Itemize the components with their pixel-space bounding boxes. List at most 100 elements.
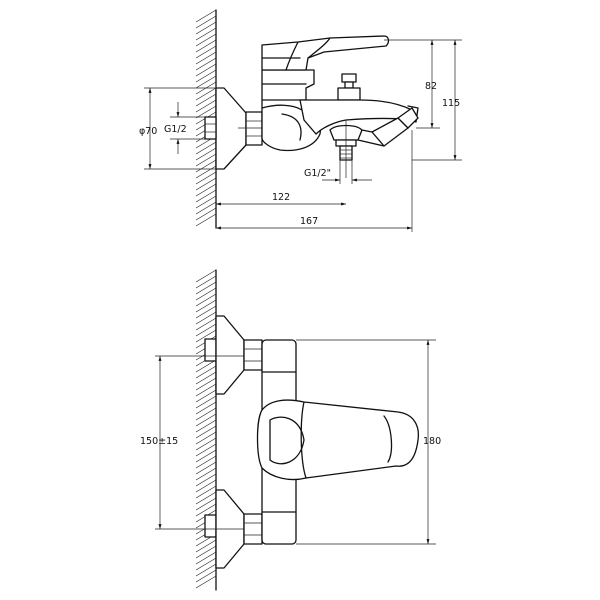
wall-hatch-line — [195, 323, 217, 337]
wall-hatch-line — [195, 359, 217, 373]
wall-hatch-line — [195, 159, 217, 173]
wall-hatch-line — [195, 443, 217, 457]
inlet-bottom — [155, 489, 263, 569]
dim-diameter-label: φ70 — [139, 126, 157, 137]
dim-inlet-thread: G1/2 — [164, 102, 205, 154]
wall-hatch-line — [195, 389, 217, 403]
wall-hatch-line — [195, 51, 217, 65]
handle-lever[interactable] — [261, 35, 390, 71]
wall-hatch-line — [195, 105, 217, 119]
side-view: 82 115 φ70 G1/2 G1/2 — [139, 9, 462, 232]
wall-front — [195, 269, 217, 591]
wall-hatch-line — [195, 269, 217, 283]
wall-hatch-line — [195, 383, 217, 397]
wall-hatch-line — [195, 33, 217, 47]
wall-hatch-line — [195, 189, 217, 203]
front-view: 150±15 180 — [140, 269, 441, 591]
wall-hatch-line — [195, 329, 217, 343]
dim-115-label: 115 — [442, 98, 460, 109]
wall-hatch-line — [195, 293, 217, 307]
wall-hatch-line — [195, 141, 217, 155]
wall-hatch-line — [195, 317, 217, 331]
wall-hatch-line — [195, 449, 217, 463]
dim-inlet-thread-label: G1/2 — [164, 124, 187, 135]
wall-hatch-line — [195, 171, 217, 185]
wall-hatch-line — [195, 371, 217, 385]
wall-hatch-line — [195, 479, 217, 493]
wall-hatch-line — [195, 99, 217, 113]
wall-hatch-line — [195, 93, 217, 107]
wall-hatch-line — [195, 9, 217, 23]
wall-hatch-line — [195, 425, 217, 439]
wall-hatch-line — [195, 207, 217, 221]
wall-hatch-line — [195, 281, 217, 295]
dim-outlet-thread: G1/2" — [304, 160, 372, 184]
wall-hatch-line — [195, 45, 217, 59]
dim-center-distance: 150±15 — [140, 356, 178, 529]
wall-hatch-line — [195, 69, 217, 83]
wall-hatch-line — [195, 15, 217, 29]
wall-hatch-line — [195, 201, 217, 215]
wall-hatch-line — [195, 365, 217, 379]
diverter-knob[interactable] — [337, 73, 361, 101]
dim-outlet-thread-label: G1/2" — [304, 168, 331, 179]
wall-hatch-line — [195, 467, 217, 481]
wall-hatch-line — [195, 437, 217, 451]
wall-hatch-line — [195, 75, 217, 89]
wall-hatch-line — [195, 551, 217, 565]
wall-hatch-line — [195, 455, 217, 469]
dim-167: 167 — [216, 130, 413, 232]
wall-hatch-line — [195, 165, 217, 179]
wall-hatch-line — [195, 419, 217, 433]
wall-hatch-line — [195, 153, 217, 167]
wall-hatch-line — [195, 39, 217, 53]
wall-flange — [215, 87, 247, 170]
hex-nut — [245, 111, 263, 146]
spout — [299, 99, 415, 135]
wall-hatch-line — [195, 473, 217, 487]
wall-hatch-line — [195, 177, 217, 191]
wall-hatch-line — [195, 213, 217, 227]
wall-hatch-line — [195, 545, 217, 559]
wall-hatch-line — [195, 63, 217, 77]
handle-front[interactable] — [256, 399, 420, 481]
wall-hatch-line — [195, 413, 217, 427]
dim-180-label: 180 — [423, 436, 441, 447]
inlet-pipe — [204, 116, 217, 140]
dim-82-label: 82 — [425, 81, 437, 92]
wall-hatch-line — [195, 401, 217, 415]
wall-hatch-line — [195, 485, 217, 499]
cartridge-column — [261, 69, 315, 101]
wall-hatch-line — [195, 21, 217, 35]
dim-center-distance-label: 150±15 — [140, 436, 178, 447]
wall-hatch-line — [195, 557, 217, 571]
dim-180: 180 — [296, 339, 441, 545]
wall-hatch-line — [195, 147, 217, 161]
wall-hatch-line — [195, 461, 217, 475]
wall-hatch-line — [195, 87, 217, 101]
dim-115: 115 — [412, 39, 462, 161]
wall-hatch-line — [195, 287, 217, 301]
wall-hatch-line — [195, 275, 217, 289]
wall-hatch-line — [195, 575, 217, 589]
wall-hatch-line — [195, 491, 217, 505]
dim-diameter: φ70 — [139, 87, 224, 170]
wall-hatch-line — [195, 195, 217, 209]
wall-hatch-line — [195, 503, 217, 517]
wall-hatch-line — [195, 299, 217, 313]
wall-hatch-line — [195, 407, 217, 421]
wall-hatch-line — [195, 305, 217, 319]
dim-122: 122 — [216, 192, 346, 206]
wall-hatch-line — [195, 569, 217, 583]
shower-outlet — [329, 120, 363, 178]
wall-hatch-line — [195, 395, 217, 409]
wall-hatch-line — [195, 377, 217, 391]
dim-122-label: 122 — [272, 192, 290, 203]
wall-hatch-line — [195, 27, 217, 41]
inlet-top — [155, 315, 263, 395]
wall-hatch-line — [195, 183, 217, 197]
wall-hatch-line — [195, 497, 217, 511]
wall-hatch-line — [195, 311, 217, 325]
dim-167-label: 167 — [300, 216, 318, 227]
